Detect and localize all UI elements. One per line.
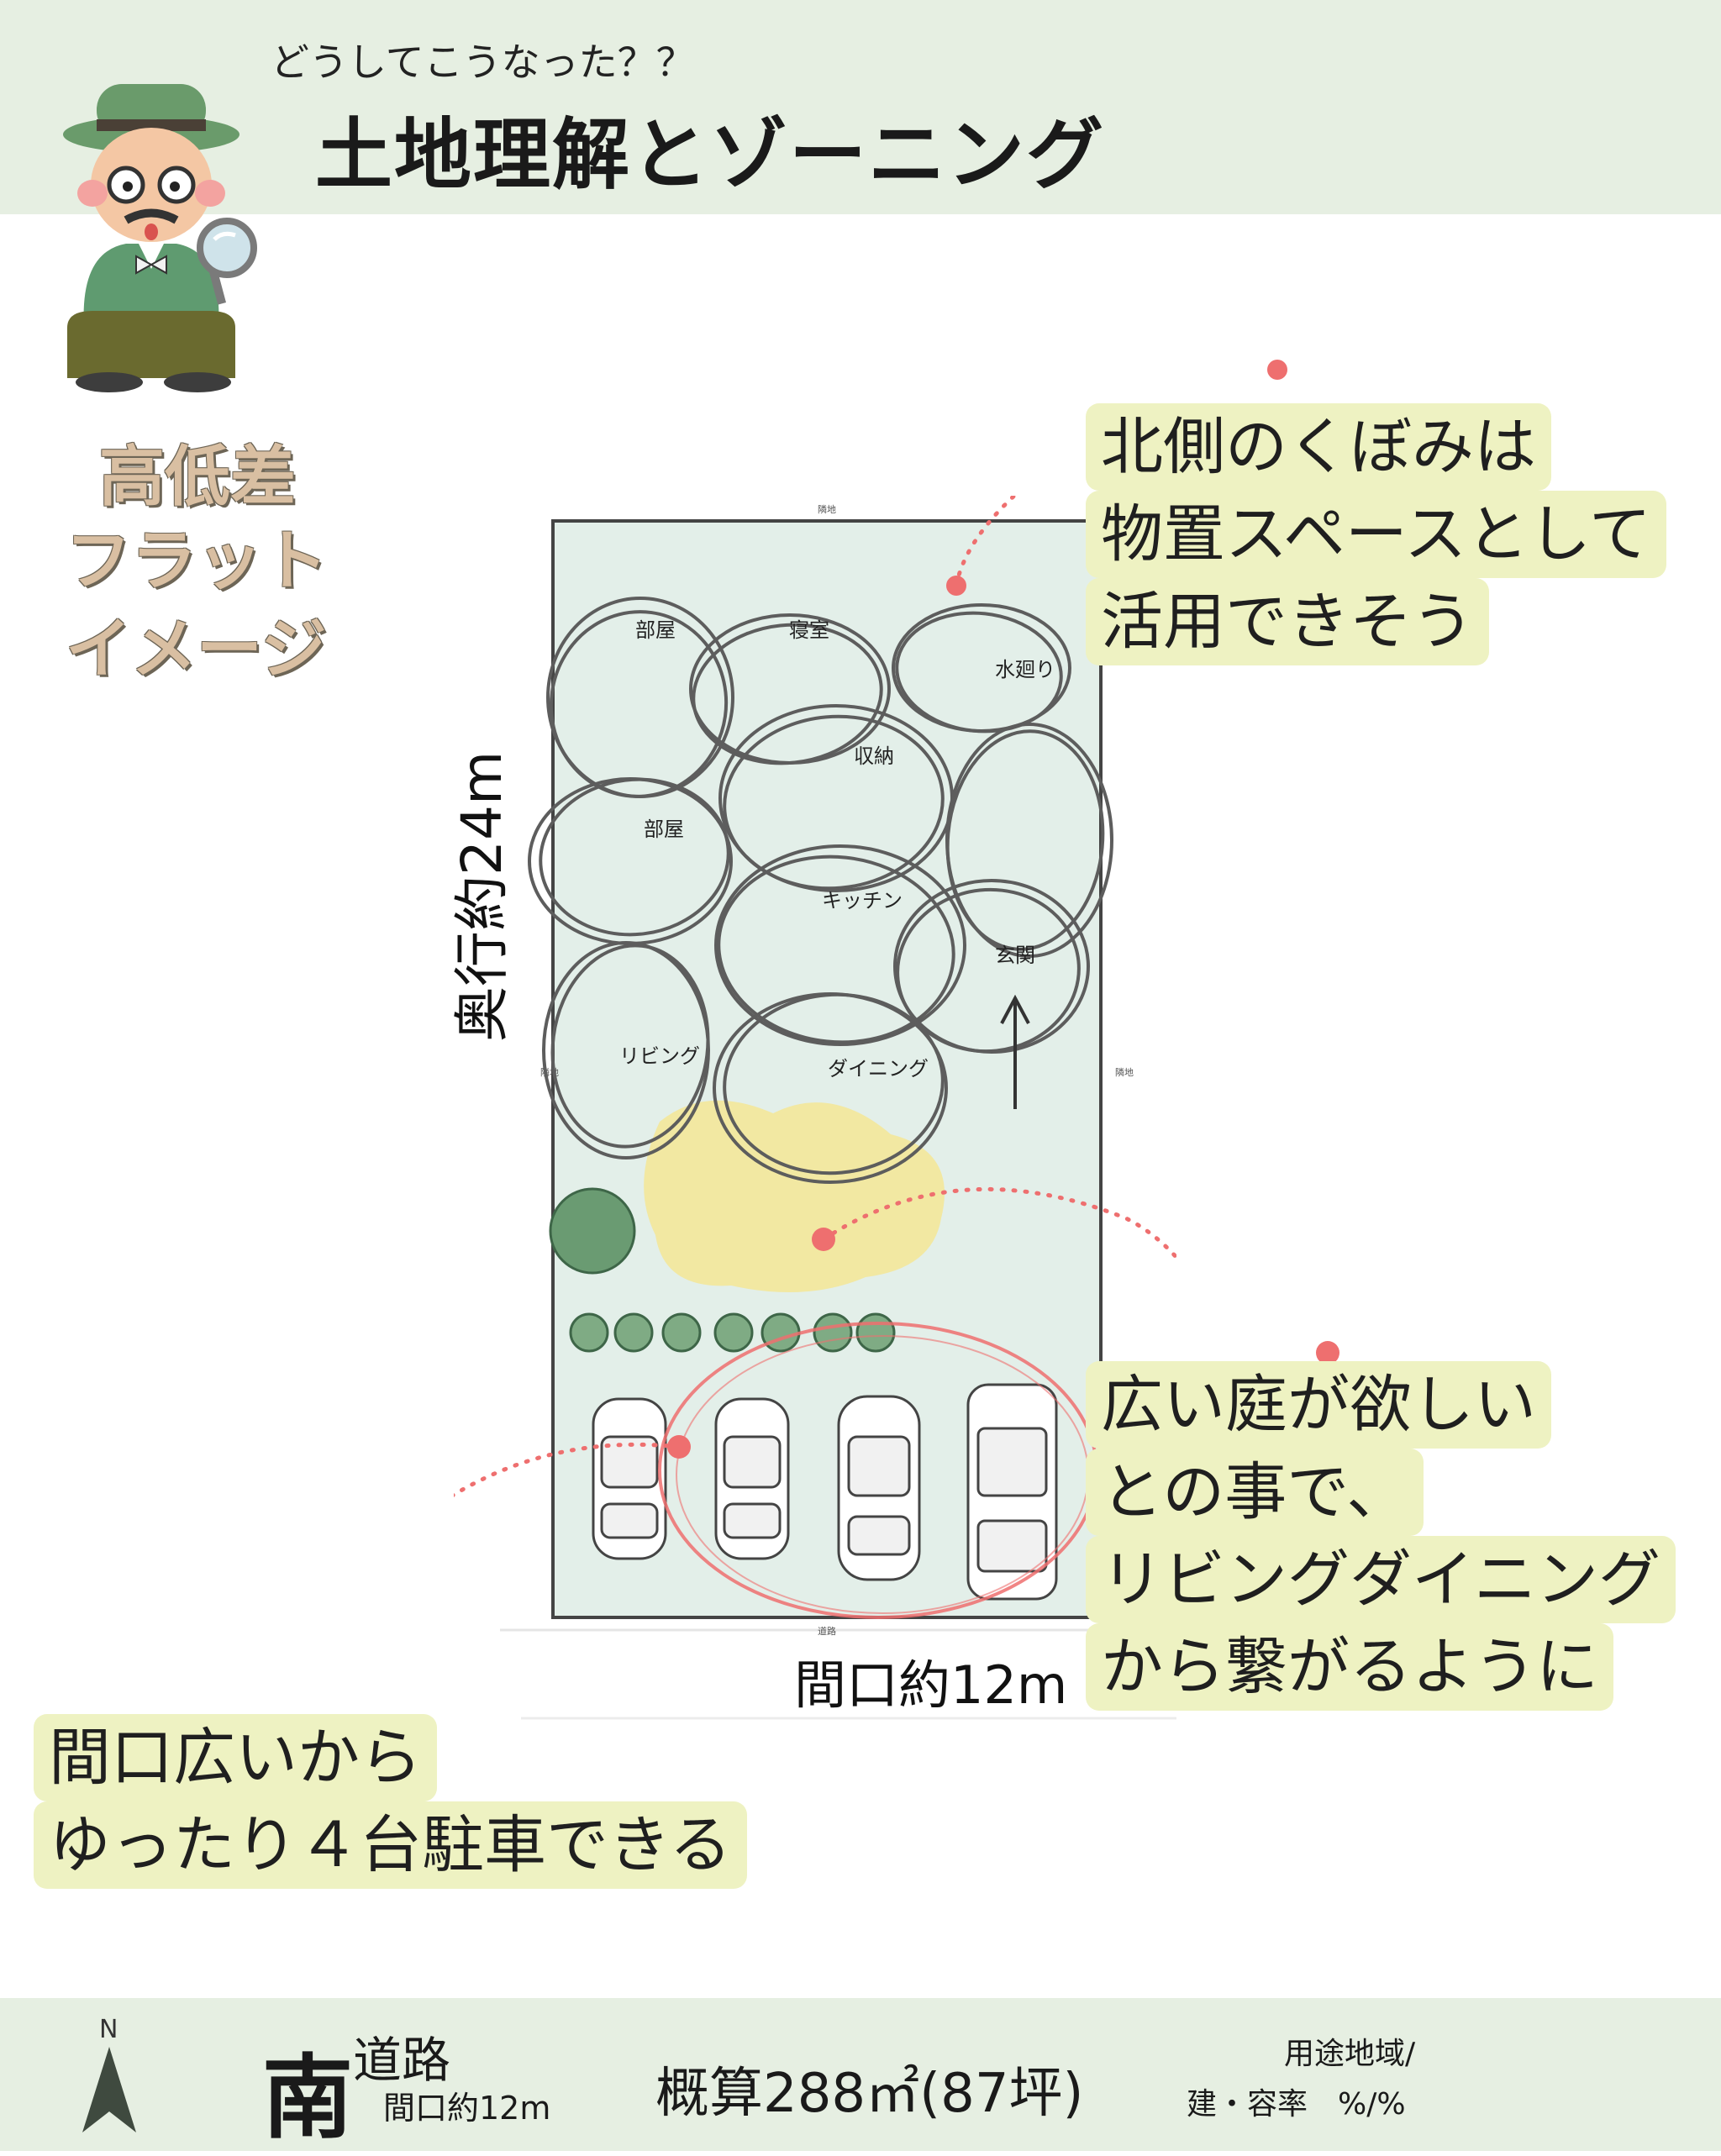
tag-image: イメージ	[66, 612, 327, 687]
car-icon	[966, 1383, 1058, 1601]
note-line: 北側のくぼみは	[1086, 403, 1551, 491]
area-estimate: 概算288㎡(87坪)	[655, 2063, 1084, 2125]
room-label: キッチン	[822, 889, 903, 912]
car-icon	[592, 1397, 667, 1560]
garden-area	[644, 1100, 945, 1292]
room-label: 玄関	[995, 944, 1035, 967]
top-neighbor-label: 隣地	[818, 503, 836, 515]
marker-dot	[946, 576, 966, 596]
detective-mascot-illustration	[63, 84, 257, 392]
marker-dot	[812, 1228, 835, 1251]
room-label: 部屋	[635, 618, 676, 642]
note-parking: 間口広いから ゆったり４台駐車できる	[34, 1714, 747, 1889]
header-band	[0, 0, 1721, 214]
marker-dot	[1316, 1341, 1339, 1365]
frontage-footer: 間口約12m	[383, 2090, 551, 2127]
car-icon	[837, 1395, 921, 1581]
compass-north-label: N	[99, 2015, 118, 2044]
leader-line-garden	[821, 1186, 1176, 1261]
marker-dot	[1267, 360, 1287, 380]
note-line: 間口広いから	[34, 1714, 437, 1801]
note-garden: 広い庭が欲しい との事で、 リビングダイニング から繋がるように	[1086, 1361, 1676, 1711]
note-line: から繋がるように	[1086, 1623, 1613, 1711]
note-line: との事で、	[1086, 1449, 1424, 1536]
tree-icon	[549, 1187, 636, 1275]
shrub-row	[569, 1312, 896, 1353]
room-label: リビング	[619, 1044, 700, 1068]
note-line: 広い庭が欲しい	[1086, 1361, 1551, 1449]
note-line: リビングダイニング	[1086, 1536, 1676, 1623]
zoning-label: 用途地域/	[1284, 2037, 1416, 2071]
road-direction: 南	[262, 2046, 354, 2151]
site-plan: 隣地 隣地 隣地 道路	[454, 496, 1176, 1720]
room-label: ダイニング	[828, 1057, 929, 1081]
note-line: 物置スペースとして	[1086, 491, 1666, 578]
right-neighbor-label: 隣地	[1115, 1066, 1134, 1078]
marker-dot	[667, 1435, 691, 1459]
room-label: 部屋	[644, 818, 684, 841]
road-label: 道路	[818, 1625, 836, 1637]
frontage-dimension-label: 間口約12m	[794, 1654, 1068, 1716]
coverage-ratio-label: 建・容率 %/%	[1187, 2087, 1406, 2122]
note-line: ゆったり４台駐車できる	[34, 1801, 747, 1889]
north-arrow-icon	[82, 2047, 136, 2132]
car-icon	[714, 1397, 790, 1560]
leader-line-parking	[454, 1442, 682, 1498]
depth-dimension-label: 奥行約24m	[450, 750, 514, 1042]
tag-flat: フラット	[66, 523, 329, 599]
parked-cars	[592, 1383, 1058, 1601]
road-label-footer: 道路	[353, 2032, 451, 2089]
tag-elevation: 高低差	[99, 439, 297, 515]
room-label: 水廻り	[995, 658, 1055, 681]
page-title: 土地理解とゾーニング	[315, 110, 1106, 200]
note-line: 活用できそう	[1086, 578, 1489, 665]
header-subtitle: どうしてこうなった？？	[271, 39, 695, 85]
note-north-storage: 北側のくぼみは 物置スペースとして 活用できそう	[1086, 403, 1666, 665]
room-label: 寝室	[789, 618, 829, 642]
room-label: 収納	[854, 744, 894, 768]
footer-band	[0, 1998, 1721, 2151]
zoning-bubbles	[528, 597, 1113, 1184]
